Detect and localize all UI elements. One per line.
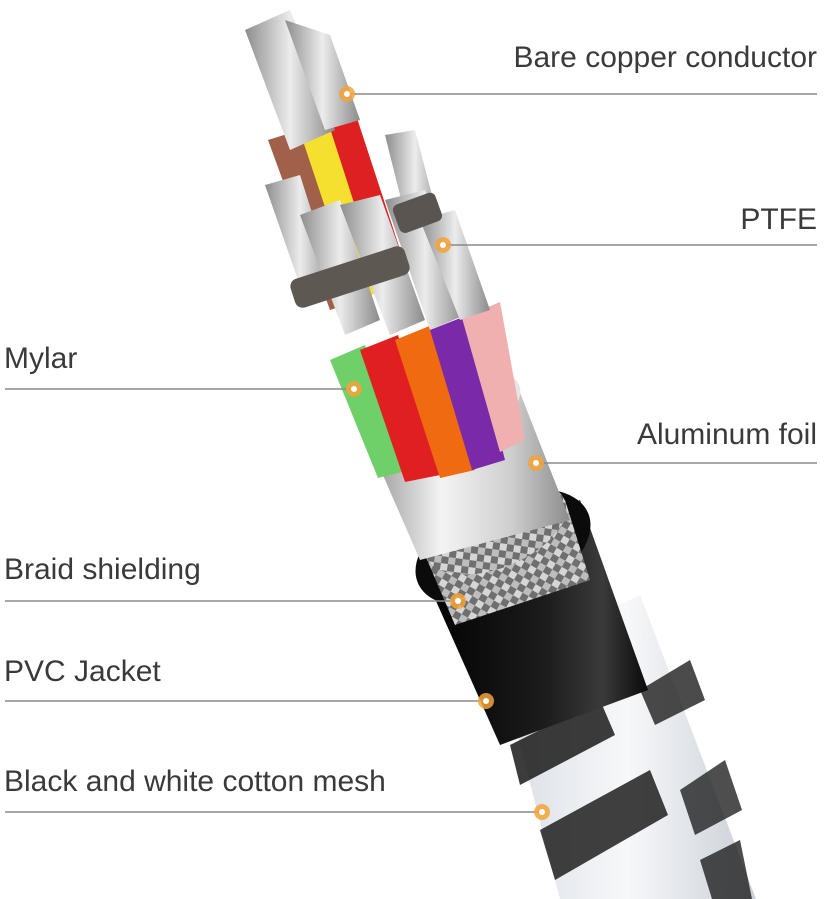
label-braid-shielding: Braid shielding bbox=[4, 553, 201, 586]
marker-copper bbox=[339, 86, 355, 102]
leader-lines bbox=[5, 93, 817, 813]
label-pvc-jacket: PVC Jacket bbox=[4, 655, 161, 688]
marker-mesh bbox=[534, 804, 550, 820]
label-aluminum-foil: Aluminum foil bbox=[636, 418, 817, 451]
label-ptfe: PTFE bbox=[740, 203, 817, 236]
marker-braid bbox=[450, 593, 466, 609]
callout-markers bbox=[339, 86, 550, 820]
label-bare-copper-conductor: Bare copper conductor bbox=[513, 41, 817, 74]
marker-mylar bbox=[346, 381, 362, 397]
marker-ptfe bbox=[435, 237, 451, 253]
label-cotton-mesh: Black and white cotton mesh bbox=[4, 765, 386, 798]
label-mylar: Mylar bbox=[4, 342, 78, 375]
marker-foil bbox=[528, 455, 544, 471]
marker-pvc bbox=[478, 693, 494, 709]
bare-copper-strands bbox=[245, 10, 490, 335]
